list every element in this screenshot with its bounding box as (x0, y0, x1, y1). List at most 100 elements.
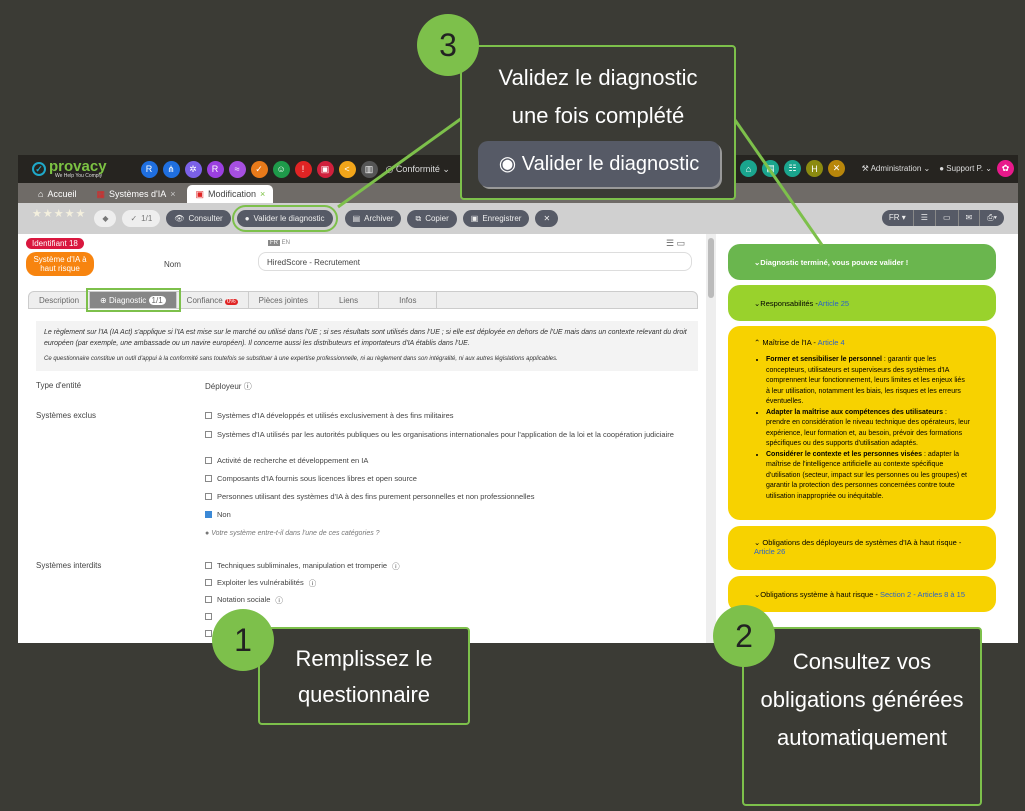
option-label: Notation sociale (217, 595, 271, 604)
checkbox[interactable] (205, 493, 212, 500)
article-link[interactable]: Article 26 (754, 547, 786, 556)
checkbox[interactable] (205, 475, 212, 482)
checkbox[interactable] (205, 630, 212, 637)
article-link[interactable]: Section 2 - Articles 8 à 15 (879, 589, 965, 599)
enregistrer-label: Enregistrer (482, 214, 522, 223)
scrollbar-thumb[interactable] (708, 238, 714, 298)
exclus-hint: ● Votre système entre-t-il dans l'une de… (205, 530, 380, 537)
info-icon[interactable]: ⓘ (243, 382, 252, 391)
rating-stars[interactable]: ★★★★★ (32, 208, 87, 220)
user-menu[interactable]: ● Support P. ⌄ (939, 164, 992, 173)
module-icon[interactable]: ☺ (272, 160, 290, 178)
checkbox[interactable] (205, 511, 212, 518)
checkbox[interactable] (205, 596, 212, 603)
tags-button[interactable]: ◆ (94, 210, 117, 227)
checkbox[interactable] (205, 562, 212, 569)
accordion-header[interactable]: ⌃ Maîtrise de l'IA - Article 4 (754, 338, 845, 347)
article-link[interactable]: Article 4 (817, 338, 845, 347)
close-icon[interactable]: × (260, 189, 266, 199)
lang-en[interactable]: EN (281, 240, 291, 246)
info-icon[interactable]: ⓘ (392, 562, 400, 571)
module-icon[interactable]: H (806, 160, 823, 177)
callout-validate: Validez le diagnostic une fois complété … (460, 45, 736, 200)
archiver-label: Archiver (364, 214, 394, 223)
mail-icon[interactable]: ✉ (957, 210, 980, 226)
enregistrer-button[interactable]: ▣ Enregistrer (462, 210, 530, 227)
checkbox[interactable] (205, 431, 212, 438)
exclus-label: Systèmes exclus (36, 411, 97, 420)
avatar[interactable]: ✿ (997, 160, 1014, 177)
accordion-maitrise[interactable]: ⌃ Maîtrise de l'IA - Article 4 Former et… (728, 326, 996, 520)
option-label: Activité de recherche et développement e… (217, 456, 369, 465)
administration-label: Administration (870, 164, 922, 173)
print-icon[interactable]: ⎙▾ (979, 210, 1004, 226)
info-icon[interactable]: ⓘ (308, 579, 317, 588)
tab-description[interactable]: Description (29, 292, 91, 308)
checkbox[interactable] (205, 613, 212, 620)
module-icon[interactable]: ☷ (784, 160, 801, 177)
tab-liens[interactable]: Liens (319, 292, 380, 308)
module-icon[interactable]: ⌂ (740, 160, 757, 177)
name-input[interactable]: HiredScore - Recrutement (258, 252, 692, 271)
exclus-option[interactable]: Personnes utilisant des systèmes d'IA à … (205, 492, 675, 501)
lang-fr[interactable]: FR (268, 240, 280, 246)
tab-accueil[interactable]: ⌂Accueil (30, 185, 84, 203)
tab-systemes[interactable]: ▦Systèmes d'IA× (88, 185, 183, 203)
tab-badge: 1/1 (148, 296, 166, 305)
interdits-label: Systèmes interdits (36, 561, 102, 570)
administration-menu[interactable]: ⚒ Administration ⌄ (861, 164, 931, 173)
accordion-responsabilites[interactable]: ⌄ Responsabilités - Article 25 (728, 285, 996, 321)
list-view-icon[interactable]: ☰ ▭ (666, 238, 686, 248)
module-icon[interactable]: ▣ (316, 160, 334, 178)
interdit-option[interactable] (205, 612, 675, 620)
tab-infos[interactable]: Infos (379, 292, 438, 308)
valider-diagnostic-button[interactable]: ● Valider le diagnostic (231, 205, 338, 232)
consulter-button[interactable]: 👁 Consulter (166, 210, 231, 227)
accordion-deployeurs[interactable]: ⌄ Obligations des déployeurs de systèmes… (728, 526, 996, 570)
option-label: Personnes utilisant des systèmes d'IA à … (217, 492, 535, 501)
close-icon[interactable]: × (170, 189, 176, 199)
copier-button[interactable]: ⧉ Copier (407, 209, 457, 228)
module-icon[interactable]: < (338, 160, 356, 178)
exclus-option[interactable]: Systèmes d'IA développés et utilisés exc… (205, 411, 675, 420)
list-icon[interactable]: ☰ (912, 210, 935, 226)
exclus-option[interactable]: Non (205, 510, 675, 519)
interdit-option[interactable]: Techniques subliminales, manipulation et… (205, 561, 675, 572)
language-select[interactable]: FR ▾ (888, 213, 906, 222)
checklist-button[interactable]: ✓ 1/1 (122, 210, 161, 227)
lang-switch[interactable]: FR EN (268, 240, 290, 246)
exclus-option[interactable]: Composants d'IA fournis sous licences li… (205, 474, 675, 483)
module-icon[interactable]: ✓ (250, 160, 268, 178)
module-icon[interactable]: ✲ (184, 160, 202, 178)
scrollbar[interactable] (706, 234, 716, 643)
consulter-label: Consulter (188, 214, 223, 223)
interdit-option[interactable]: Notation sociale ⓘ (205, 595, 675, 606)
module-icon[interactable]: R (140, 160, 158, 178)
archiver-button[interactable]: ▤ Archiver (344, 210, 402, 227)
module-icon[interactable]: ≈ (228, 160, 246, 178)
module-icon[interactable]: ✕ (828, 160, 845, 177)
tab-confiance[interactable]: Confiance 0% (177, 292, 249, 308)
module-icon[interactable]: ▥ (360, 160, 378, 178)
copier-label: Copier (425, 214, 449, 223)
checkbox[interactable] (205, 457, 212, 464)
info-icon[interactable]: ⓘ (275, 596, 283, 605)
exclus-option[interactable]: Activité de recherche et développement e… (205, 456, 675, 465)
exclus-option[interactable]: Systèmes d'IA utilisés par les autorités… (205, 430, 675, 439)
close-button[interactable]: ✕ (535, 210, 559, 227)
tab-diagnostic[interactable]: ⊕ Diagnostic 1/1 (86, 288, 181, 312)
checkbox[interactable] (205, 579, 212, 586)
module-icon[interactable]: R (206, 160, 224, 178)
article-link[interactable]: Article 25 (817, 298, 850, 308)
interdit-option[interactable] (205, 629, 675, 637)
tab-modification[interactable]: ▣Modification× (187, 185, 274, 203)
card-icon[interactable]: ▭ (934, 210, 958, 226)
accordion-systeme[interactable]: ⌄ Obligations système à haut risque - Se… (728, 576, 996, 612)
tab-pieces-jointes[interactable]: Pièces jointes (249, 292, 319, 308)
checkbox[interactable] (205, 412, 212, 419)
module-icon[interactable]: ⋔ (162, 160, 180, 178)
module-icon[interactable]: ! (294, 160, 312, 178)
diagnostic-done-banner[interactable]: ⌄ Diagnostic terminé, vous pouvez valide… (728, 244, 996, 280)
